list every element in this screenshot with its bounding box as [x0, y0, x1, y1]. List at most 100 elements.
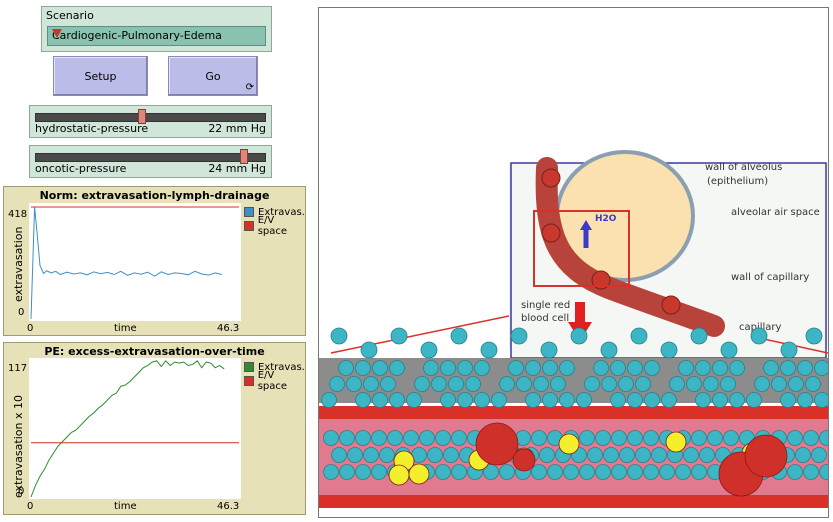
tissue-cell — [635, 376, 651, 392]
epithelial-cell — [330, 327, 348, 345]
dropdown-arrow-icon[interactable] — [52, 29, 62, 38]
plasma-cell — [531, 430, 547, 446]
inset-rbc — [541, 168, 561, 188]
plot-ylabel: extravasation x 10 — [12, 395, 25, 498]
plasma-cell — [795, 447, 811, 463]
epithelial-cell — [630, 327, 648, 345]
tissue-cell — [669, 376, 685, 392]
plasma-cell — [587, 447, 603, 463]
tissue-cell — [457, 360, 473, 376]
scenario-value: Cardiogenic-Pulmonary-Edema — [52, 29, 222, 42]
tissue-cell — [329, 376, 345, 392]
scenario-chooser[interactable]: Scenario Cardiogenic-Pulmonary-Edema — [41, 6, 272, 52]
plasma-cell — [355, 464, 371, 480]
plasma-cell — [651, 447, 667, 463]
plot-canvas — [30, 360, 239, 498]
go-button[interactable]: Go ⟳ — [168, 56, 258, 96]
plasma-cell — [595, 430, 611, 446]
tissue-cell — [414, 376, 430, 392]
tissue-cell — [559, 392, 575, 408]
protein-particle — [665, 431, 687, 453]
legend-item: E/V space — [244, 370, 305, 392]
oncotic-pressure-slider[interactable]: oncotic-pressure 24 mm Hg — [29, 145, 272, 178]
tissue-cell — [780, 360, 796, 376]
tissue-cell — [788, 376, 804, 392]
plasma-cell — [451, 464, 467, 480]
inset-rbc — [541, 223, 561, 243]
plot-ymax: 418 — [8, 209, 28, 220]
flow-arrow — [575, 302, 585, 324]
slider-name: oncotic-pressure — [35, 162, 127, 175]
plasma-cell — [811, 447, 827, 463]
world-view[interactable]: H2O wall of alveolus (epithelium) alveol… — [318, 7, 829, 518]
tissue-cell — [729, 392, 745, 408]
plot-xlabel: time — [114, 323, 137, 334]
zoom-box — [533, 210, 630, 287]
tissue-cell — [797, 392, 813, 408]
tissue-cell — [712, 360, 728, 376]
tissue-cell — [355, 392, 371, 408]
plasma-cell — [547, 464, 563, 480]
world-canvas: H2O wall of alveolus (epithelium) alveol… — [319, 150, 828, 508]
label-rbc-1: single red — [521, 300, 570, 311]
plasma-cell — [627, 464, 643, 480]
tissue-cell — [508, 360, 524, 376]
tissue-cell — [525, 360, 541, 376]
epithelial-cell — [720, 341, 738, 359]
setup-button[interactable]: Setup — [53, 56, 148, 96]
tissue-cell — [780, 392, 796, 408]
tissue-cell — [754, 376, 770, 392]
plot-xmax: 46.3 — [217, 323, 240, 334]
inset-rbc — [661, 295, 681, 315]
plasma-cell — [619, 447, 635, 463]
tissue-cell — [712, 392, 728, 408]
vessel-wall-top — [319, 406, 828, 419]
plasma-cell — [643, 464, 659, 480]
slider-value: 24 mm Hg — [208, 162, 266, 175]
slider-thumb[interactable] — [137, 109, 146, 124]
plasma-cell — [387, 430, 403, 446]
epithelial-cell — [750, 327, 768, 345]
plasma-cell — [371, 464, 387, 480]
tissue-cell — [372, 392, 388, 408]
tissue-cell — [406, 392, 422, 408]
plasma-cell — [339, 464, 355, 480]
epithelial-cell — [480, 341, 498, 359]
slider-track[interactable] — [35, 153, 266, 162]
tissue-cell — [627, 360, 643, 376]
tissue-cell — [610, 392, 626, 408]
epithelial-cell — [570, 327, 588, 345]
epithelial-cell — [540, 341, 558, 359]
tissue-cell — [372, 360, 388, 376]
tissue-cell — [729, 360, 745, 376]
tissue-cell — [389, 360, 405, 376]
forever-icon: ⟳ — [245, 82, 254, 93]
epithelial-cell — [780, 341, 798, 359]
label-rbc-2: blood cell — [521, 313, 569, 324]
label-wall-capillary: wall of capillary — [731, 272, 809, 283]
legend-item: Extravas. — [244, 360, 305, 374]
h2o-arrowhead — [580, 220, 592, 230]
epithelial-cell — [510, 327, 528, 345]
plot-ymax: 117 — [8, 363, 28, 374]
tissue-cell — [797, 360, 813, 376]
tissue-cell — [542, 392, 558, 408]
scenario-select[interactable]: Cardiogenic-Pulmonary-Edema — [47, 26, 266, 46]
tissue-cell — [491, 392, 507, 408]
tissue-cell — [618, 376, 634, 392]
slider-thumb[interactable] — [240, 149, 249, 164]
tissue-cell — [746, 392, 762, 408]
plasma-cell — [563, 464, 579, 480]
plasma-cell — [819, 430, 828, 446]
slider-track[interactable] — [35, 113, 266, 122]
legend-swatch — [244, 207, 254, 217]
plot-xmin: 0 — [27, 501, 34, 512]
legend-label: Extravas. — [258, 206, 305, 218]
protein-particle — [388, 464, 410, 486]
plasma-cell — [379, 447, 395, 463]
tissue-cell — [601, 376, 617, 392]
hydrostatic-pressure-slider[interactable]: hydrostatic-pressure 22 mm Hg — [29, 105, 272, 138]
epithelial-cell — [420, 341, 438, 359]
plot-canvas — [30, 206, 239, 320]
epithelial-cell — [805, 327, 823, 345]
